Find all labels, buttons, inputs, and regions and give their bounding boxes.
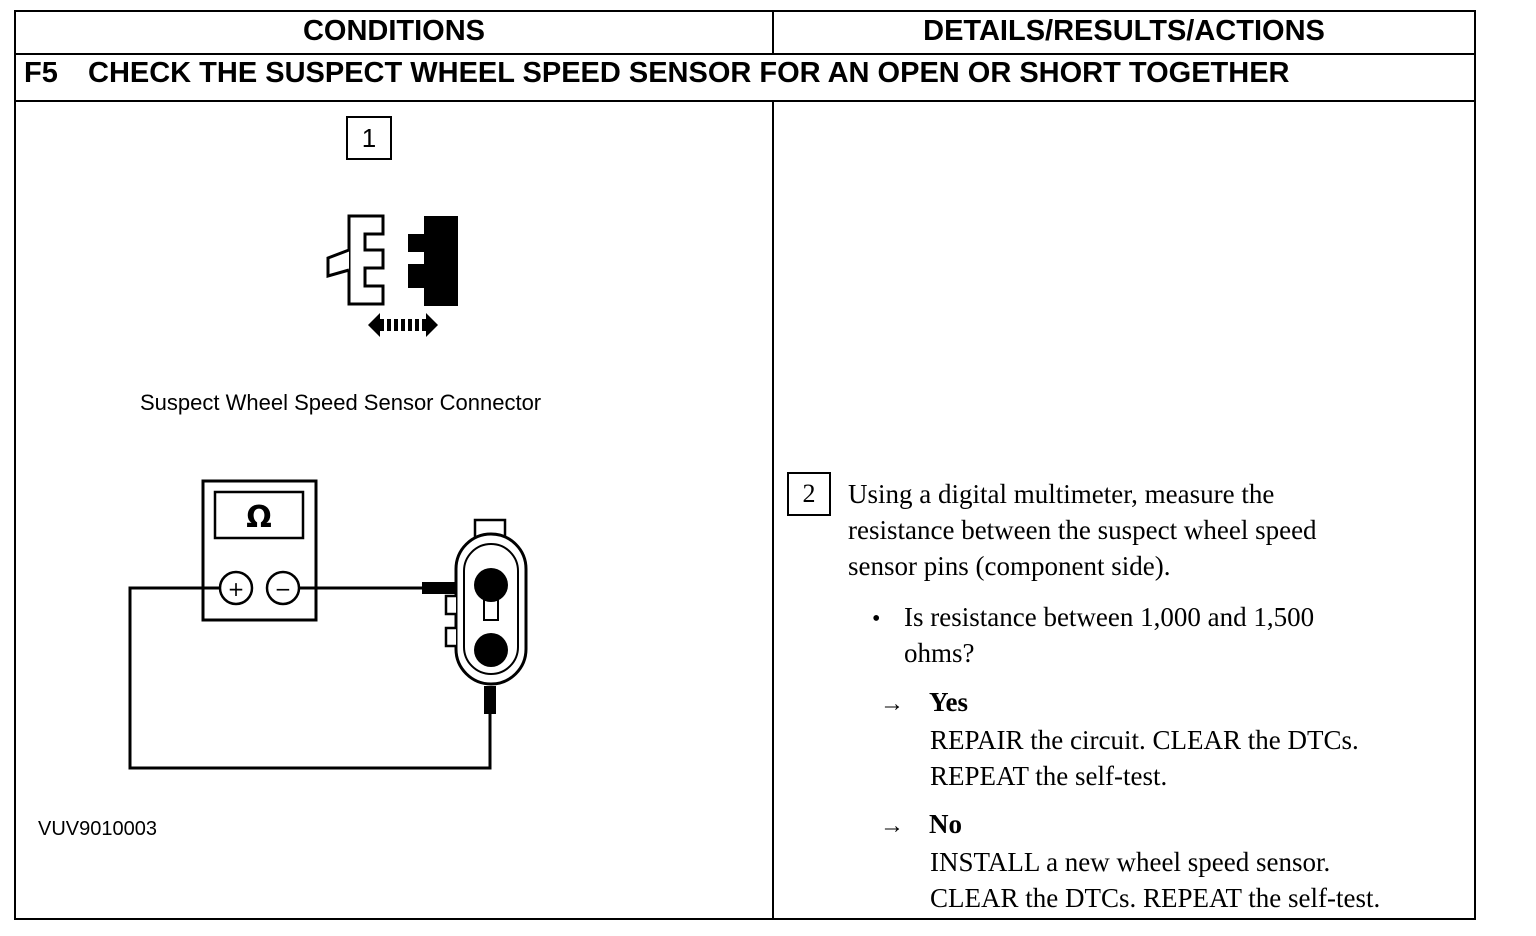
yes-action-text: REPAIR the circuit. CLEAR the DTCs. REPE…	[930, 722, 1359, 794]
title-rule	[14, 100, 1476, 102]
sensor-connector-icon	[444, 518, 528, 686]
no-label: No	[929, 809, 962, 839]
no-action-line: INSTALL a new wheel speed sensor.	[930, 847, 1331, 877]
instruction-line: resistance between the suspect wheel spe…	[848, 515, 1317, 545]
step-title-text: CHECK THE SUSPECT WHEEL SPEED SENSOR FOR…	[88, 57, 1290, 89]
details-header: DETAILS/RESULTS/ACTIONS	[923, 15, 1325, 47]
yes-action-line: REPAIR the circuit. CLEAR the DTCs.	[930, 725, 1359, 755]
question-line: Is resistance between 1,000 and 1,500	[904, 602, 1315, 632]
no-action-text: INSTALL a new wheel speed sensor. CLEAR …	[930, 844, 1380, 916]
question-line: ohms?	[904, 638, 975, 668]
meter-plus-label: +	[228, 577, 245, 601]
header-rule	[14, 53, 1476, 55]
instruction-text: Using a digital multimeter, measure the …	[848, 476, 1317, 584]
question-text: Is resistance between 1,000 and 1,500 oh…	[904, 599, 1314, 671]
no-action-line: CLEAR the DTCs. REPEAT the self-test.	[930, 883, 1381, 913]
step-title: F5 CHECK THE SUSPECT WHEEL SPEED SENSOR F…	[24, 59, 1290, 88]
step-2-box: 2	[787, 472, 831, 516]
no-arrow-icon: →	[880, 813, 904, 839]
yes-arrow-icon: →	[880, 691, 904, 717]
multimeter-icon: Ω + −	[201, 479, 318, 622]
figure-id: VUV9010003	[38, 818, 157, 840]
yes-label: Yes	[929, 687, 968, 717]
yes-action-line: REPEAT the self-test.	[930, 761, 1168, 791]
ohm-symbol: Ω	[246, 500, 272, 535]
conditions-header: CONDITIONS	[302, 15, 486, 47]
connector-caption: Suspect Wheel Speed Sensor Connector	[140, 390, 542, 415]
bullet-icon: •	[872, 606, 881, 632]
sensor-pin-2	[474, 633, 508, 667]
column-divider	[772, 101, 774, 920]
connector-icon	[326, 214, 458, 306]
step-1-box: 1	[346, 116, 392, 160]
instruction-line: Using a digital multimeter, measure the	[848, 479, 1275, 509]
sensor-pin-1	[474, 568, 508, 602]
meter-minus-label: −	[275, 577, 292, 601]
instruction-line: sensor pins (component side).	[848, 551, 1171, 581]
table-frame	[14, 10, 1476, 920]
test-leads	[128, 582, 496, 770]
disconnect-arrow-icon	[368, 313, 438, 337]
step-number: F5	[24, 57, 58, 89]
header-divider	[772, 10, 774, 54]
